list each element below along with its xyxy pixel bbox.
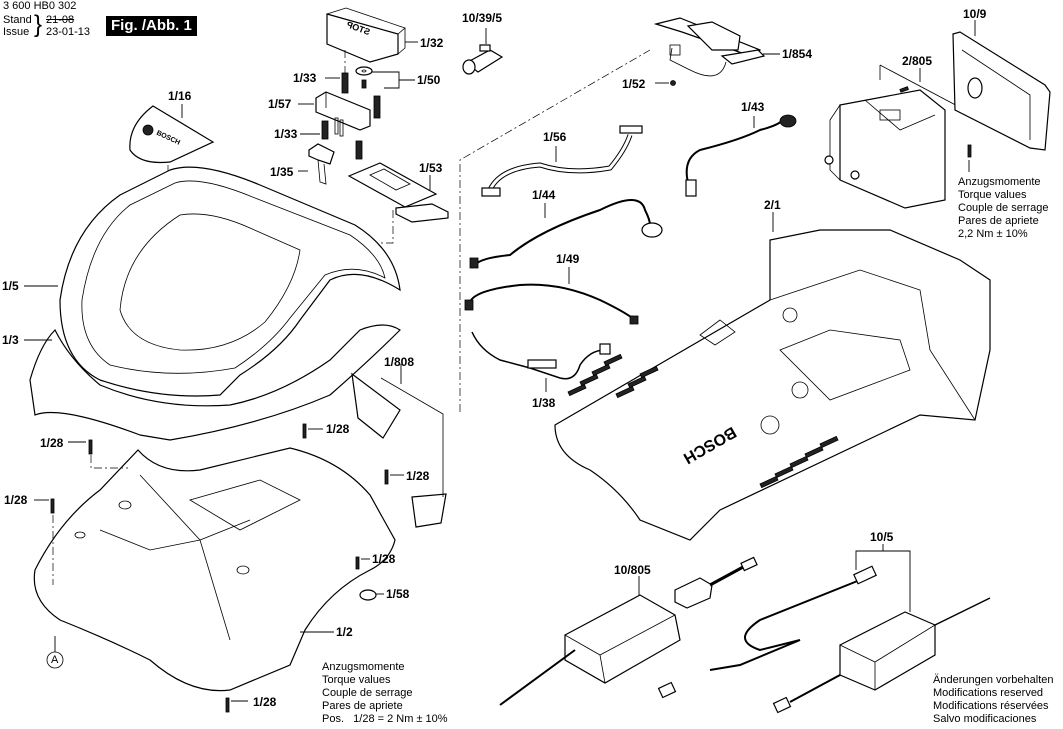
- base-chassis-part: BOSCH: [554, 212, 991, 541]
- spring-part: [321, 120, 329, 140]
- stand-label: Stand: [3, 14, 32, 26]
- label-1-49: 1/49: [556, 252, 580, 266]
- note-line: Modifications reserved: [933, 687, 1044, 699]
- note-line: Pos. 1/28 = 2 Nm ± 10%: [322, 713, 448, 725]
- label-1-28: 1/28: [253, 695, 277, 709]
- ribbon-cable-part: [481, 125, 643, 197]
- label-1-28: 1/28: [372, 552, 396, 566]
- screw-part: [34, 423, 404, 713]
- label-1-50: 1/50: [417, 73, 441, 87]
- label-1-56: 1/56: [543, 130, 567, 144]
- issue-date: 23-01-13: [46, 26, 91, 38]
- label-2-1: 2/1: [764, 198, 781, 212]
- label-1-43: 1/43: [741, 100, 765, 114]
- power-supply-part: [499, 556, 758, 706]
- note-line: Pares de apriete: [322, 700, 403, 712]
- reflector-part: [351, 364, 447, 528]
- stop-button-part: STOP: [326, 7, 418, 63]
- note-line: 2,2 Nm ± 10%: [958, 228, 1028, 240]
- control-board-part: [653, 17, 780, 86]
- top-cover-part: [24, 166, 401, 397]
- wire-harness-part: [469, 199, 663, 269]
- motor-module-part: [824, 64, 972, 209]
- note-line: Torque values: [958, 189, 1027, 201]
- modifications-note: Änderungen vorbehalten Modifications res…: [933, 674, 1053, 726]
- note-line: Pares de apriete: [958, 215, 1039, 227]
- label-1-58: 1/58: [386, 587, 410, 601]
- note-line: Couple de serrage: [958, 202, 1049, 214]
- label-1-28: 1/28: [326, 422, 350, 436]
- label-1-44: 1/44: [532, 188, 556, 202]
- label-2-805: 2/805: [902, 54, 933, 68]
- knob-part: [359, 589, 384, 601]
- label-1-808: 1/808: [384, 355, 415, 369]
- label-1-3: 1/3: [2, 333, 19, 347]
- cover-badge-part: BOSCH: [129, 104, 215, 337]
- spring-part: [325, 50, 381, 119]
- figure-title: Fig. /Abb. 1: [106, 16, 197, 36]
- old-date: 21-08: [46, 14, 75, 26]
- note-line: Anzugsmomente: [322, 661, 405, 673]
- label-1-2: 1/2: [336, 625, 353, 639]
- label-1-16: 1/16: [168, 89, 192, 103]
- frame-part: [24, 324, 401, 441]
- note-line: Änderungen vorbehalten: [933, 674, 1054, 686]
- label-1-35: 1/35: [270, 165, 294, 179]
- lower-chassis-part: [33, 447, 396, 692]
- switch-part: [298, 143, 335, 185]
- wire-harness-part: [464, 267, 639, 325]
- note-line: Modifications réservées: [933, 700, 1049, 712]
- label-1-28: 1/28: [406, 469, 430, 483]
- sensor-cable-part: [685, 114, 797, 197]
- label-10-805: 10/805: [614, 563, 651, 577]
- cover-plate-part: [952, 20, 1051, 151]
- button-holder-part: [298, 91, 371, 137]
- note-line: Salvo modificaciones: [933, 713, 1037, 725]
- label-1-33: 1/33: [274, 127, 298, 141]
- label-10-5: 10/5: [870, 530, 894, 544]
- note-line: Torque values: [322, 674, 391, 686]
- torque-note-right: Anzugsmomente Torque values Couple de se…: [958, 176, 1049, 241]
- label-1-57: 1/57: [268, 97, 292, 111]
- power-supply-part: [657, 544, 991, 714]
- spring-part: [355, 140, 363, 160]
- label-1-52: 1/52: [622, 77, 646, 91]
- issue-label: Issue: [3, 26, 30, 38]
- label-1-33: 1/33: [293, 71, 317, 85]
- note-line: Couple de serrage: [322, 687, 413, 699]
- label-1-28: 1/28: [40, 436, 64, 450]
- wire-harness-part: [471, 331, 611, 392]
- label-1-32: 1/32: [420, 36, 444, 50]
- document-number: 3 600 HB0 302: [3, 0, 77, 12]
- label-1-53: 1/53: [419, 161, 443, 175]
- washer-part: [355, 66, 415, 89]
- label-1-28: 1/28: [4, 493, 28, 507]
- label-10-39-5: 10/39/5: [462, 11, 503, 25]
- label-1-5: 1/5: [2, 279, 19, 293]
- torque-note-bottom: Anzugsmomente Torque values Couple de se…: [322, 661, 448, 726]
- connector-part: [462, 28, 504, 75]
- label-1-38: 1/38: [532, 396, 556, 410]
- brace-icon: }: [34, 11, 43, 38]
- display-cover-part: [232, 162, 449, 300]
- label-1-854: 1/854: [782, 47, 813, 61]
- callout-a-label: A: [51, 654, 59, 666]
- label-10-9: 10/9: [963, 7, 987, 21]
- note-line: Anzugsmomente: [958, 176, 1041, 188]
